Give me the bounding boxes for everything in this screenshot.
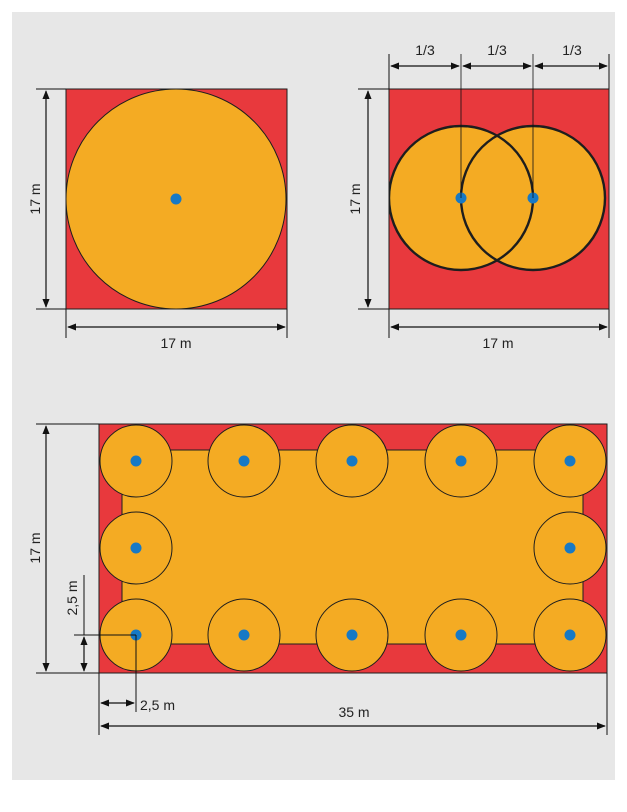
- double-width-label: 17 m: [482, 335, 513, 351]
- double-height-label: 17 m: [347, 183, 363, 214]
- double-sensor-diagram: 1/3 1/3 1/3 17 m 17 m: [347, 42, 610, 351]
- grid-sensor-diagram: 17 m 2,5 m 2,5 m 35 m: [27, 423, 608, 735]
- single-width-label: 17 m: [160, 335, 191, 351]
- grid-sensor-dot: [238, 629, 250, 641]
- third-label-1: 1/3: [415, 42, 435, 58]
- offset-horizontal-label: 2,5 m: [140, 697, 175, 713]
- single-height-label: 17 m: [27, 183, 43, 214]
- grid-sensor-dot: [564, 455, 576, 467]
- grid-sensor-dot: [455, 455, 467, 467]
- grid-height-label: 17 m: [27, 532, 43, 563]
- grid-sensor-dot: [564, 542, 576, 554]
- single-sensor-dot: [170, 193, 182, 205]
- grid-sensor-dot: [346, 629, 358, 641]
- grid-sensor-dot: [238, 455, 250, 467]
- offset-vertical-label: 2,5 m: [64, 580, 80, 615]
- grid-sensor-dot: [346, 455, 358, 467]
- grid-sensor-dot: [564, 629, 576, 641]
- third-label-2: 1/3: [487, 42, 507, 58]
- grid-sensor-dot: [130, 455, 142, 467]
- grid-sensor-group: [99, 424, 607, 672]
- grid-width-label: 35 m: [338, 704, 369, 720]
- single-sensor-diagram: 17 m 17 m: [27, 88, 288, 351]
- grid-sensor-dot: [130, 542, 142, 554]
- grid-sensor-dot: [455, 629, 467, 641]
- third-label-3: 1/3: [562, 42, 582, 58]
